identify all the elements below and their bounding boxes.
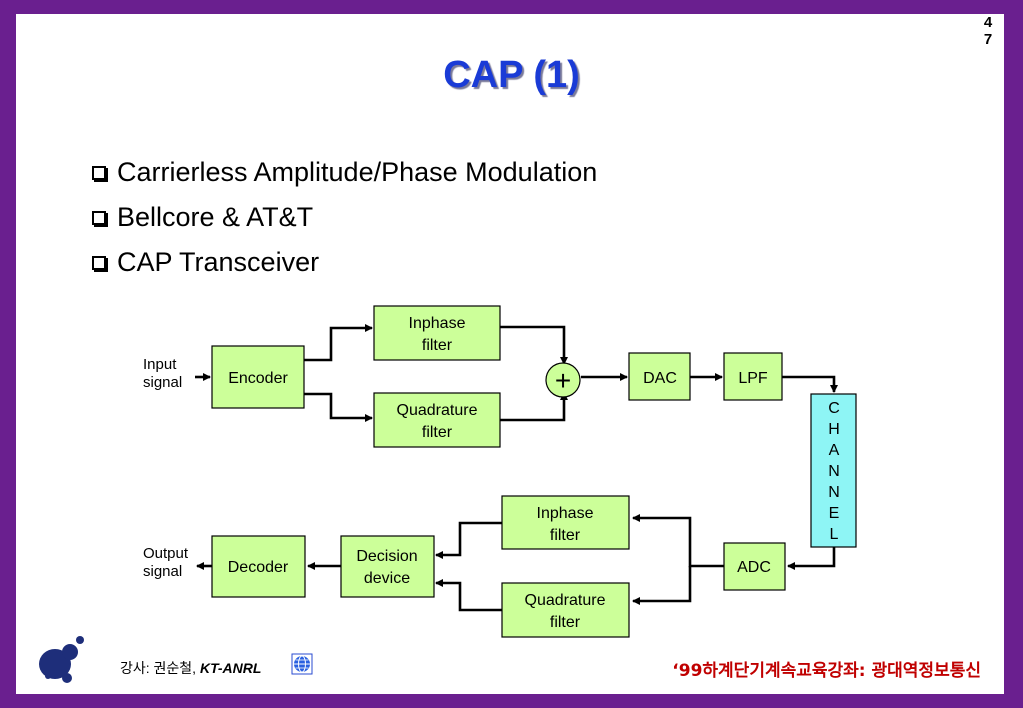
checkbox-bullet-icon [92,210,106,225]
channel-letter: C [828,400,840,417]
dac-block: DAC [628,352,691,401]
decoder-block: Decoder [211,535,306,598]
channel-letter: N [828,484,840,501]
lpf-block: LPF [723,352,783,401]
bullet-item: Bellcore & AT&T [92,195,597,240]
rx-inphase-filter-block: Inphase filter [501,495,630,550]
adc-label: ADC [737,559,771,576]
channel-to-adc-wire [787,547,836,570]
tx-inphase-filter-block: Inphase filter [373,305,501,361]
decision-label-line-2: device [364,570,410,587]
bullet-text: Bellcore & AT&T [117,202,314,232]
encoder-to-inphase-wire [304,324,373,362]
slide-canvas [16,14,1004,694]
page-number: 4 7 [978,14,998,48]
rx-inphase-label-line-2: filter [550,527,581,544]
rx-quadrature-label-line-1: Quadrature [525,592,606,609]
page-number-line-1: 4 [983,14,993,31]
input-signal-label-line-1: Input [143,356,177,373]
wires [195,324,838,612]
adc-to-quadrature-wire [632,566,692,605]
lecturer-name: 강사: 권순철, [120,660,200,676]
footer-lecturer: 강사: 권순철, KT-ANRL [120,658,261,678]
channel-letter: A [829,442,840,459]
footer-course-title: ‘99하계단기계속교육강좌: 광대역정보통신 [672,661,981,681]
tx-inphase-label-line-2: filter [422,337,453,354]
channel-letter: E [829,505,840,522]
page-number-line-2: 7 [983,31,993,48]
slide-title: CAP (1) [443,54,580,96]
bullet-text: Carrierless Amplitude/Phase Modulation [117,157,598,187]
bullet-text: CAP Transceiver [117,247,320,277]
tx-quadrature-filter-block: Quadrature filter [373,392,501,448]
channel-letter: H [828,421,840,438]
tx-quadrature-label-line-1: Quadrature [397,402,478,419]
quadrature-to-decision-wire [435,579,502,612]
lpf-to-channel-wire [782,375,838,393]
lpf-label: LPF [738,370,768,387]
encoder-label: Encoder [228,370,288,387]
decision-label-line-1: Decision [356,548,417,565]
company-logo-icon [39,636,84,683]
plus-sign-icon: + [555,365,571,396]
bullet-item: Carrierless Amplitude/Phase Modulation [92,150,597,195]
adc-to-inphase-wire [632,514,724,568]
output-signal-label-line-1: Output [143,545,189,562]
encoder-to-quadrature-wire [304,392,373,422]
organization-name: KT-ANRL [199,660,262,676]
tx-quadrature-label-line-2: filter [422,424,453,441]
inphase-to-adder-wire [500,325,568,365]
dac-label: DAC [643,370,677,387]
inphase-to-decision-wire [435,521,502,559]
decoder-label: Decoder [228,559,289,576]
channel-block: C H A N N E L [810,393,857,548]
quadrature-to-adder-wire [500,392,568,422]
channel-letter: N [828,463,840,480]
output-signal-label-line-2: signal [143,563,182,580]
checkbox-bullet-icon [92,255,106,270]
adc-block: ADC [723,542,786,591]
bullet-list: Carrierless Amplitude/Phase Modulation B… [92,150,597,285]
input-signal-label-line-2: signal [143,374,182,391]
checkbox-bullet-icon [92,165,106,180]
bullet-item: CAP Transceiver [92,240,597,285]
decision-device-block: Decision device [340,535,435,598]
rx-quadrature-label-line-2: filter [550,614,581,631]
channel-letter: L [830,526,839,543]
encoder-block: Encoder [211,345,305,409]
rx-inphase-label-line-1: Inphase [537,505,594,522]
tx-inphase-label-line-1: Inphase [409,315,466,332]
adder-node: + [545,362,581,398]
rx-quadrature-filter-block: Quadrature filter [501,582,630,638]
globe-icon [291,653,313,675]
